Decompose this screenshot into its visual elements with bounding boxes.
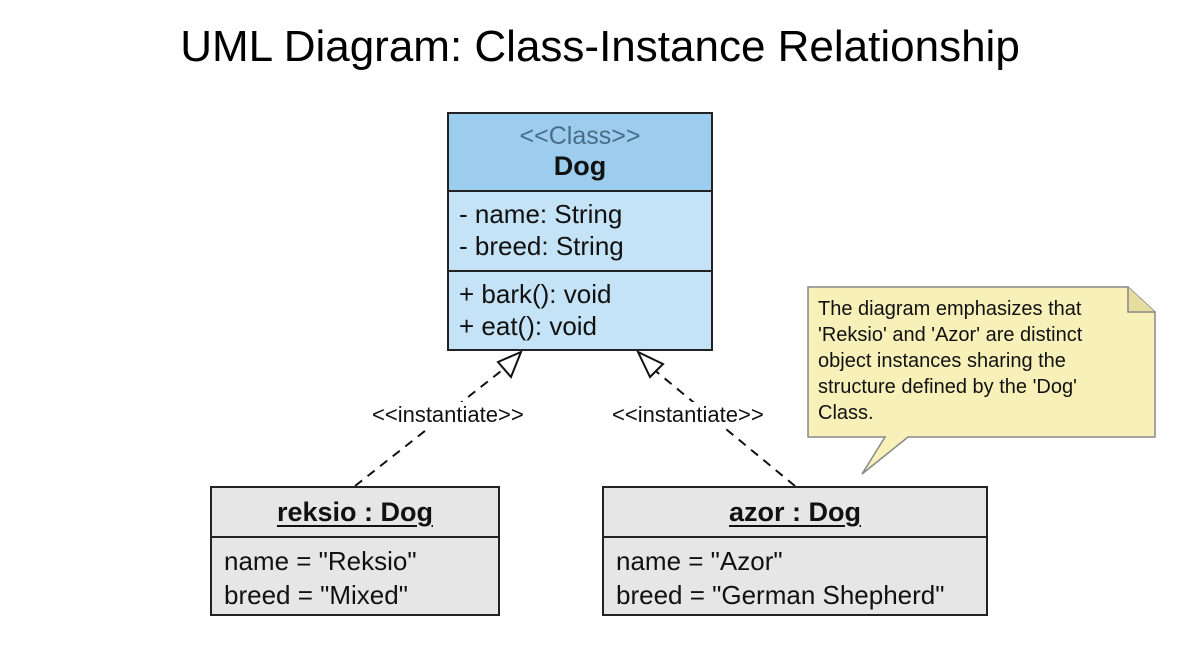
instance-values: name = "Reksio" breed = "Mixed": [212, 538, 498, 618]
relation-label-azor: <<instantiate>>: [610, 402, 766, 428]
slot-value: breed = "Mixed": [224, 580, 408, 610]
instance-header: azor : Dog: [604, 488, 986, 538]
method: + bark(): void: [459, 279, 612, 309]
slot-value: breed = "German Shepherd": [616, 580, 945, 610]
method: + eat(): void: [459, 311, 598, 341]
note-fold-corner: [1127, 287, 1155, 313]
instance-values: name = "Azor" breed = "German Shepherd": [604, 538, 986, 618]
note-text: The diagram emphasizes that 'Reksio' and…: [818, 298, 1083, 424]
instance-reksio: reksio : Dog name = "Reksio" breed = "Mi…: [210, 486, 500, 616]
class-name: Dog: [553, 151, 607, 181]
arrowhead-azor: [635, 349, 665, 379]
class-stereotype: <<Class>>: [519, 122, 641, 150]
slot-value: name = "Reksio": [224, 546, 417, 576]
relation-label-reksio: <<instantiate>>: [370, 402, 526, 428]
slot-value: name = "Azor": [616, 546, 783, 576]
instance-azor: azor : Dog name = "Azor" breed = "German…: [602, 486, 988, 616]
attribute: - breed: String: [459, 231, 624, 261]
diagram-title: UML Diagram: Class-Instance Relationship: [180, 22, 1020, 71]
class-attributes: - name: String - breed: String: [449, 192, 711, 272]
instance-header: reksio : Dog: [212, 488, 498, 538]
arrowhead-reksio: [496, 350, 523, 379]
class-dog: <<Class>> Dog - name: String - breed: St…: [447, 112, 713, 351]
class-header: <<Class>> Dog: [449, 114, 711, 192]
class-methods: + bark(): void + eat(): void: [449, 272, 711, 348]
attribute: - name: String: [459, 199, 623, 229]
